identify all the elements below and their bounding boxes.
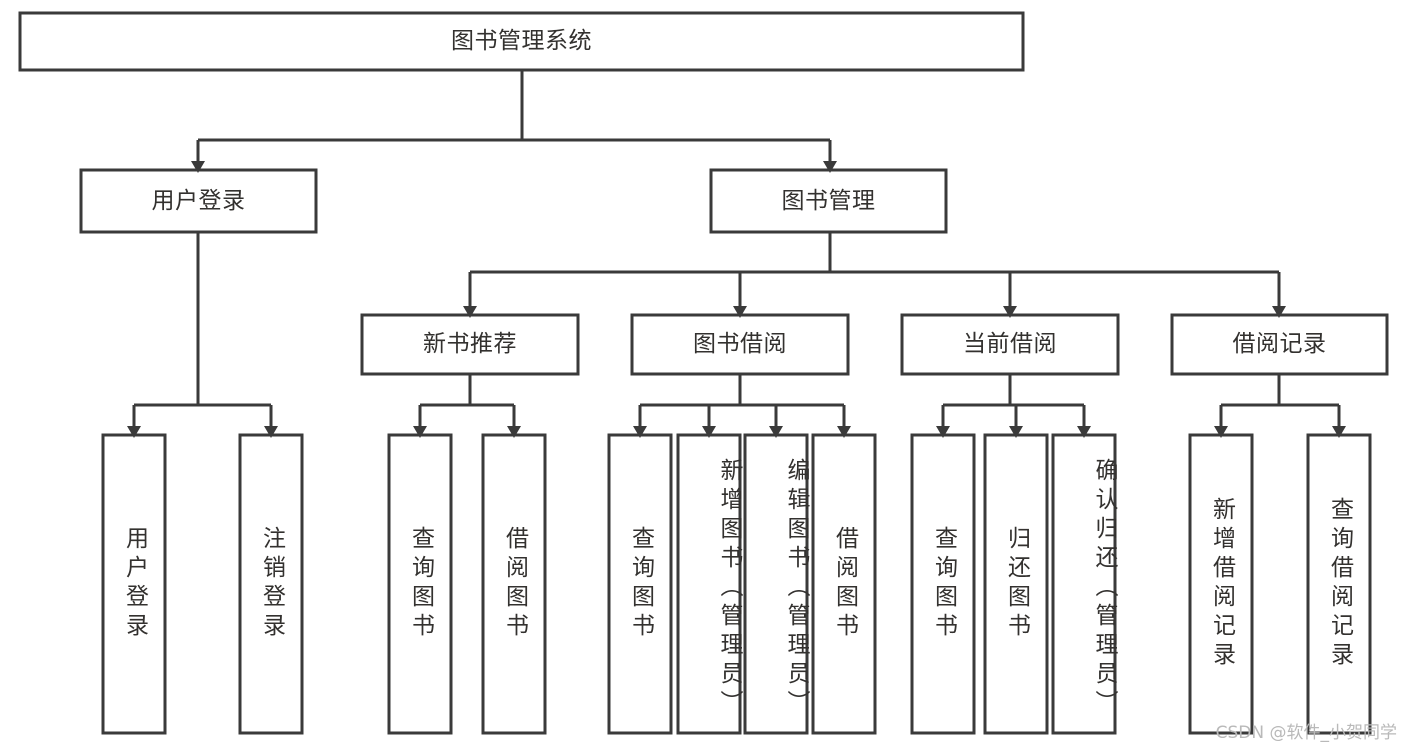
leaf-box-current-borrow-2: [1051, 433, 1117, 735]
leaf-box-book-borrow-3: [811, 433, 877, 735]
leaf-box-borrow-record-1: [1306, 433, 1372, 735]
leaf-box-book-borrow-1: [676, 433, 742, 735]
leaf-box-new-book-1: [481, 433, 547, 735]
node-box-borrow-record: [1170, 313, 1389, 376]
leaf-box-current-borrow-1: [983, 433, 1049, 735]
leaf-box-book-borrow-0: [607, 433, 673, 735]
leaf-box-borrow-record-0: [1188, 433, 1254, 735]
node-box-user-login: [79, 168, 318, 234]
leaf-box-book-borrow-2: [743, 433, 809, 735]
leaf-box-user-login-0: [101, 433, 167, 735]
node-box-root: [18, 11, 1025, 72]
leaf-box-current-borrow-0: [910, 433, 976, 735]
node-box-new-book: [360, 313, 580, 376]
leaf-box-new-book-0: [387, 433, 453, 735]
node-box-book-manage: [709, 168, 948, 234]
node-box-current-borrow: [900, 313, 1120, 376]
watermark-text: CSDN @软件_小贺同学: [1215, 723, 1397, 743]
node-box-book-borrow: [630, 313, 850, 376]
leaf-box-user-login-1: [238, 433, 304, 735]
